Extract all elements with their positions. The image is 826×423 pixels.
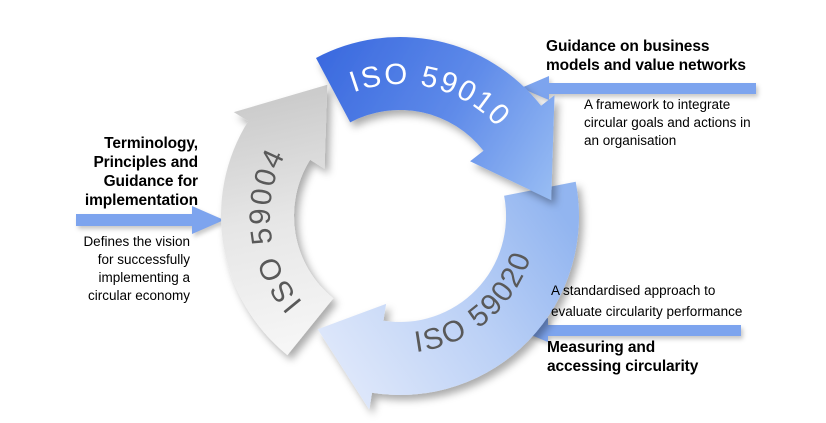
left-pointing-arrow-icon [519, 318, 741, 342]
left-callout-description: Defines the vision for successfully impl… [83, 234, 190, 303]
bottom-right-connector-arrow [519, 318, 741, 342]
left-connector-arrow [76, 206, 224, 234]
top-right-connector-arrow [521, 76, 756, 100]
top-right-callout-heading: Guidance on business models and value ne… [546, 38, 746, 75]
left-pointing-arrow-icon [521, 76, 756, 100]
right-pointing-arrow-icon [76, 206, 224, 234]
left-callout-heading: Terminology, Principles and Guidance for… [84, 135, 198, 210]
bottom-right-callout-description: A standardised approach to evaluate circ… [551, 283, 743, 319]
arc-arrow-iso-59010 [316, 37, 555, 201]
arc-arrow-iso-59020 [317, 181, 579, 410]
arc-arrow-iso-59004 [221, 84, 334, 356]
top-right-callout-description: A framework to integrate circular goals … [584, 97, 751, 148]
bottom-right-callout-heading: Measuring and accessing circularity [547, 339, 699, 376]
